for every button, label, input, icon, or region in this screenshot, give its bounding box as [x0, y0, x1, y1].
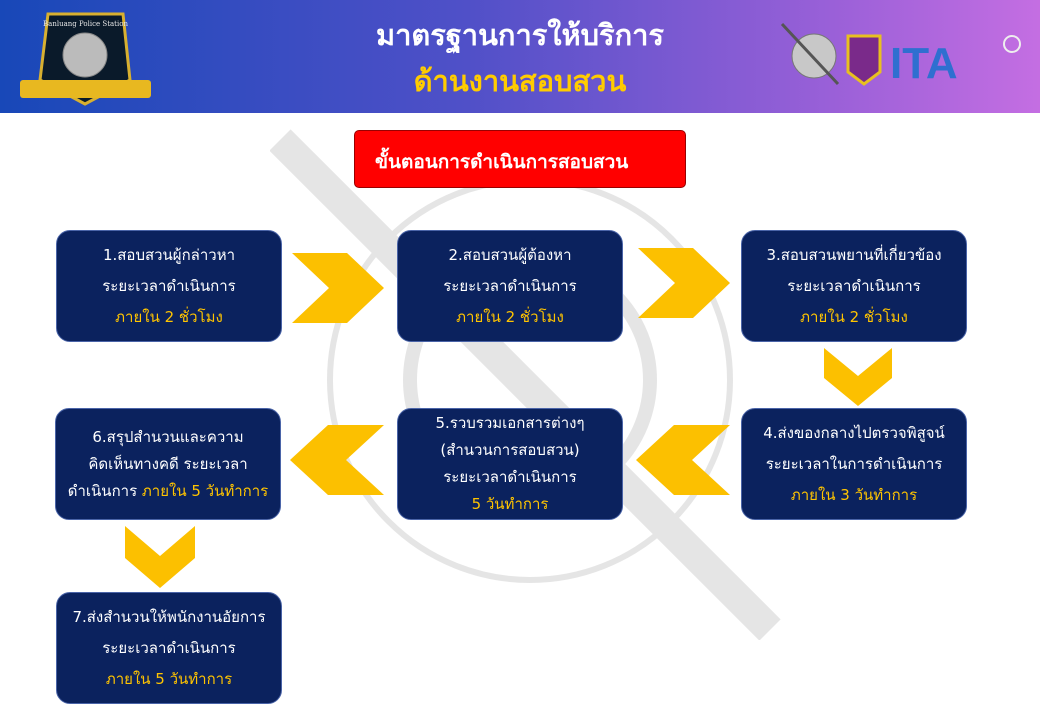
- header-subtitle: ด้านงานสอบสวน: [413, 64, 627, 98]
- step-label: 4.ส่งของกลางไปตรวจพิสูจน์: [763, 423, 945, 442]
- station-emblem-watermark: [270, 129, 781, 640]
- step-label: 3.สอบสวนพยานที่เกี่ยวข้อง: [766, 245, 942, 264]
- step-duration: 5 วันทำการ: [471, 495, 549, 513]
- step-duration: ภายใน 2 ชั่วโมง: [115, 307, 223, 326]
- header-title: มาตรฐานการให้บริการ: [375, 18, 665, 52]
- step-label: 6.สรุปสำนวนและความ: [92, 427, 244, 446]
- chevron-down-icon: [824, 348, 892, 406]
- step-1: 1.สอบสวนผู้กล่าวหา ระยะเวลาดำเนินการ ภาย…: [56, 230, 282, 342]
- step-duration: ภายใน 2 ชั่วโมง: [456, 307, 564, 326]
- chevron-down-icon: [125, 526, 195, 588]
- step-6: 6.สรุปสำนวนและความ คิดเห็นทางคดี ระยะเวล…: [55, 408, 281, 520]
- police-badge-logo: [20, 12, 151, 106]
- step-2: 2.สอบสวนผู้ต้องหา ระยะเวลาดำเนินการ ภายใ…: [397, 230, 623, 342]
- chevron-right-icon: [638, 248, 730, 318]
- ita-logo-text: ITA: [890, 39, 958, 88]
- step-timeframe-label: ระยะเวลาดำเนินการ: [443, 276, 577, 295]
- chevron-left-icon: [636, 425, 730, 495]
- section-title: ขั้นตอนการดำเนินการสอบสวน: [354, 130, 686, 188]
- step-timeframe-label: ระยะเวลาดำเนินการ: [787, 276, 921, 295]
- step-duration: ภายใน 2 ชั่วโมง: [800, 307, 908, 326]
- step-label: 2.สอบสวนผู้ต้องหา: [448, 245, 572, 264]
- step-timeframe-label: ระยะเวลาดำเนินการ: [443, 468, 577, 486]
- partner-logos: ITA: [780, 22, 1021, 88]
- step-7: 7.ส่งสำนวนให้พนักงานอัยการ ระยะเวลาดำเนิ…: [56, 592, 282, 704]
- step-label-sub: คิดเห็นทางคดี ระยะเวลา: [88, 454, 248, 473]
- step-3: 3.สอบสวนพยานที่เกี่ยวข้อง ระยะเวลาดำเนิน…: [741, 230, 967, 342]
- step-duration: ภายใน 5 วันทำการ: [141, 481, 269, 500]
- chevron-right-icon: [292, 253, 384, 323]
- header-banner: Banluang Police Station มาตรฐานการให้บริ…: [0, 0, 1040, 113]
- badge-station-name: Banluang Police Station: [43, 20, 128, 28]
- step-timeframe-label: ระยะเวลาในการดำเนินการ: [765, 454, 943, 473]
- step-5: 5.รวบรวมเอกสารต่างๆ (สำนวนการสอบสวน) ระย…: [397, 408, 623, 520]
- step-timeframe-label: ระยะเวลาดำเนินการ: [102, 276, 236, 295]
- step-duration: ภายใน 5 วันทำการ: [105, 669, 233, 688]
- step-label: 5.รวบรวมเอกสารต่างๆ: [435, 414, 585, 432]
- step-timeframe-label: ดำเนินการ: [67, 481, 138, 500]
- chevron-left-icon: [290, 425, 384, 495]
- step-label: 7.ส่งสำนวนให้พนักงานอัยการ: [72, 607, 266, 626]
- step-label-sub: (สำนวนการสอบสวน): [440, 441, 580, 459]
- step-timeframe-label: ระยะเวลาดำเนินการ: [102, 638, 236, 657]
- step-4: 4.ส่งของกลางไปตรวจพิสูจน์ ระยะเวลาในการด…: [741, 408, 967, 520]
- step-timeframe-row: ดำเนินการ ภายใน 5 วันทำการ: [56, 478, 280, 505]
- step-duration: ภายใน 3 วันทำการ: [790, 485, 918, 504]
- step-label: 1.สอบสวนผู้กล่าวหา: [102, 245, 236, 264]
